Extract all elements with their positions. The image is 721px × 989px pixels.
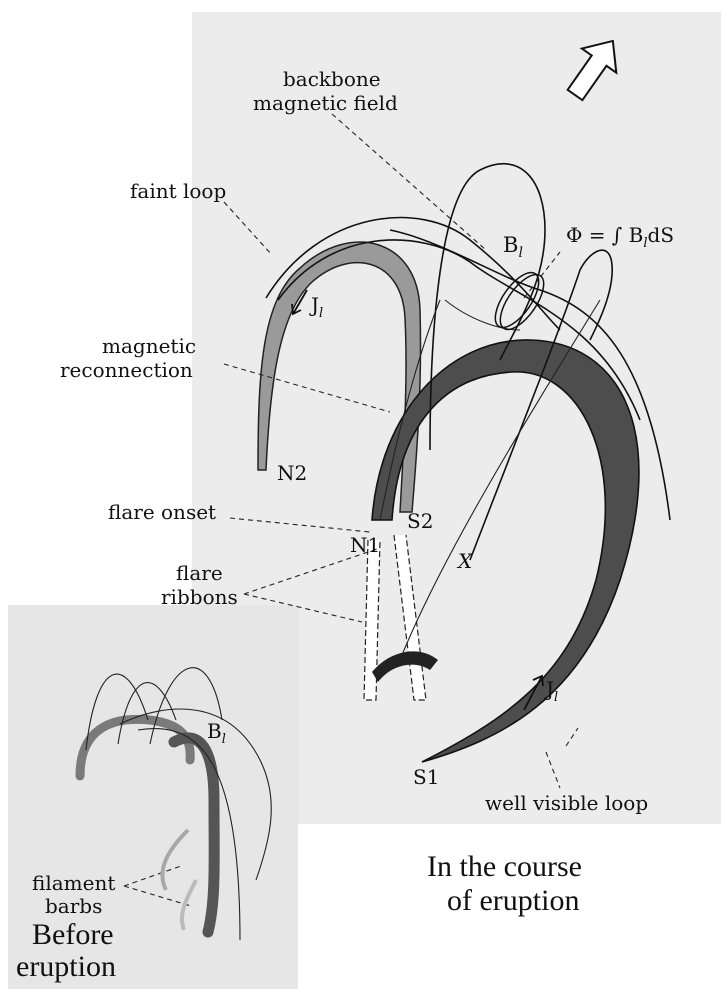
b-field-subscript: l: [518, 245, 522, 261]
before-eruption-line2: eruption: [16, 950, 116, 983]
flare-onset-label: flare onset: [108, 500, 216, 524]
reconnection-label-line1: magnetic: [102, 334, 196, 358]
backbone-label-line2: magnetic field: [253, 91, 398, 115]
course-of-eruption-line2: of eruption: [447, 884, 579, 917]
flare-ribbons-label-line2: ribbons: [161, 585, 238, 609]
current-upper-base: J: [309, 293, 319, 317]
flux-formula-tail: dS: [648, 223, 675, 247]
b-field-base: B: [503, 233, 518, 257]
before-eruption-line1: Before: [32, 918, 114, 951]
course-of-eruption-line1: In the course: [427, 850, 582, 883]
footpoint-s1: S1: [413, 765, 439, 789]
reconnection-label-line2: reconnection: [60, 358, 193, 382]
current-lower-subscript: l: [554, 690, 558, 705]
filament-barbs-line2: barbs: [45, 894, 102, 918]
x-point-label: X: [456, 549, 473, 573]
current-lower-base: J: [544, 677, 554, 701]
flux-formula-main: Φ = ∫ B: [566, 223, 643, 247]
current-upper-subscript: l: [319, 306, 323, 321]
backbone-label-line1: backbone: [283, 67, 381, 91]
footpoint-n1: N1: [350, 533, 380, 557]
footpoint-n2: N2: [277, 461, 307, 485]
faint-loop-label: faint loop: [130, 179, 226, 203]
footpoint-s2: S2: [407, 509, 433, 533]
flare-ribbons-label-line1: flare: [176, 561, 223, 585]
well-visible-loop-label: well visible loop: [485, 791, 648, 815]
filament-barbs-line1: filament: [32, 871, 115, 895]
flux-formula: Φ = ∫ BldS: [566, 223, 674, 251]
inset-b-subscript: l: [222, 732, 226, 747]
inset-b-base: B: [207, 719, 222, 743]
